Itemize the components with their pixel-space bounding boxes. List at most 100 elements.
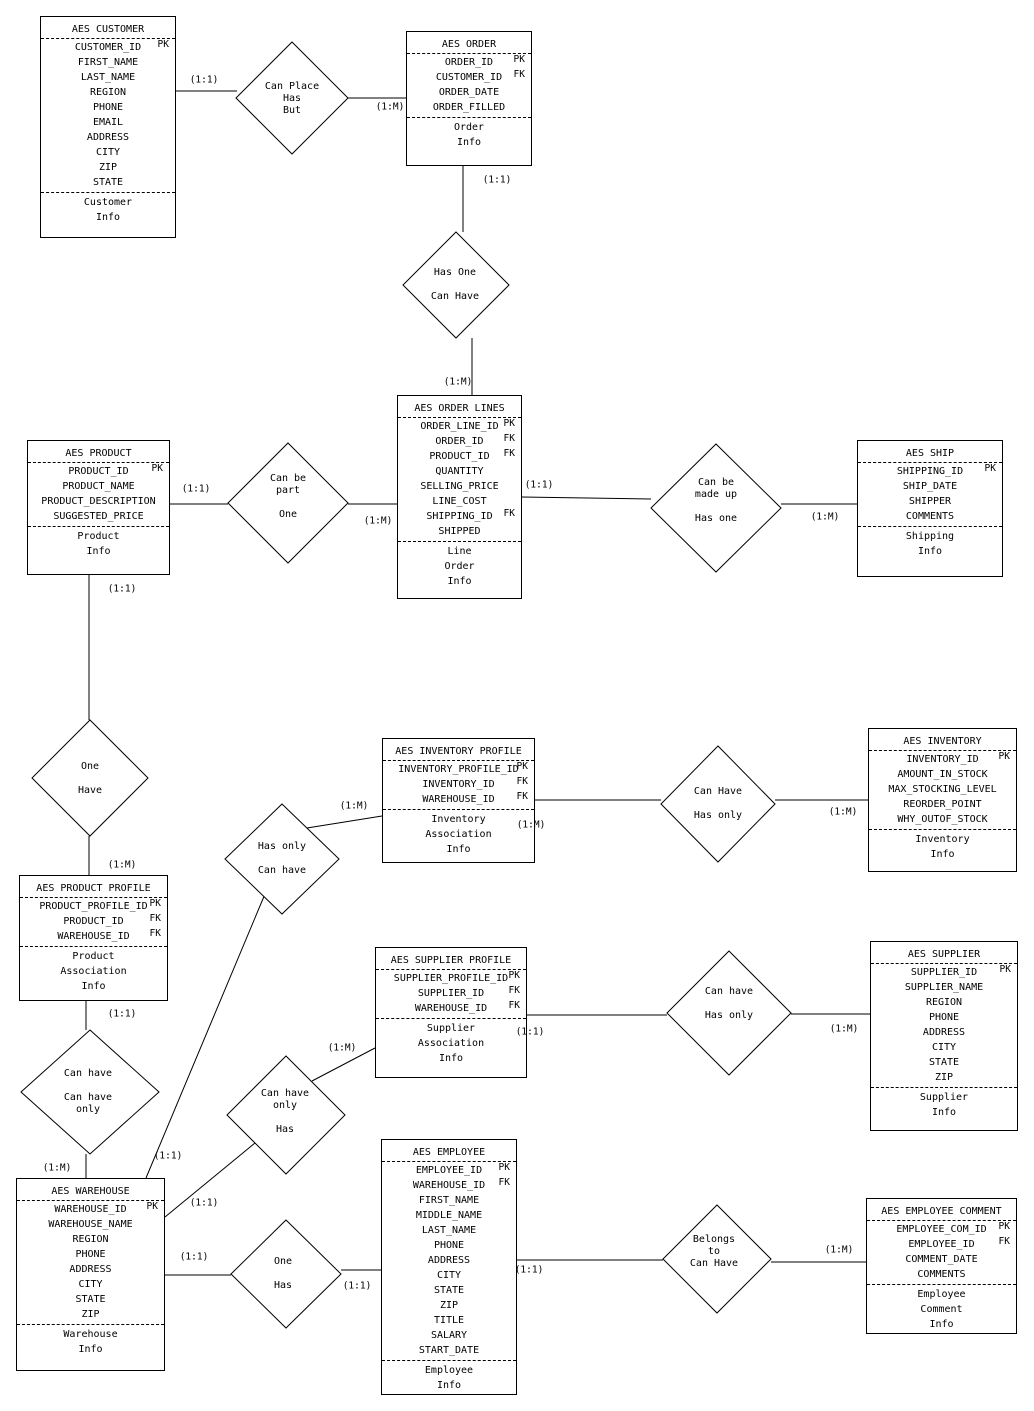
entity-note-line: Inventory — [431, 814, 486, 825]
entity-title: AES CUSTOMER — [71, 24, 145, 35]
primary-key-marker: PK — [998, 1221, 1010, 1232]
entity-note-line: Customer — [83, 197, 133, 208]
relationship-verb — [431, 279, 479, 291]
foreign-key-marker: FK — [503, 433, 515, 444]
field-name: COMMENTS — [917, 1269, 966, 1280]
relationship-verb: But — [282, 105, 302, 116]
field-name: SUPPLIER_ID — [910, 967, 978, 978]
entity-title-divider — [41, 38, 175, 39]
primary-key-marker: PK — [513, 54, 525, 65]
cardinality-label: (1:M) — [443, 376, 473, 388]
cardinality-label: (1:1) — [179, 1251, 209, 1263]
entity-title-divider — [383, 760, 534, 761]
field-name: ORDER_DATE — [438, 87, 500, 98]
entity-note-line: Product — [72, 951, 115, 962]
field-name: CITY — [95, 147, 121, 158]
entity-field: ADDRESS — [41, 130, 175, 145]
cardinality-label: (1:M) — [327, 1042, 357, 1054]
entity-title: AES EMPLOYEE COMMENT — [881, 1206, 1002, 1217]
field-name: WAREHOUSE_ID — [412, 1180, 486, 1191]
foreign-key-marker: FK — [149, 913, 161, 924]
entity-field: REGION — [17, 1232, 164, 1247]
entity-note-line: Employee — [424, 1365, 474, 1376]
field-name: MIDDLE_NAME — [415, 1210, 483, 1221]
field-name: STATE — [928, 1057, 960, 1068]
relationship-verb — [274, 1268, 292, 1280]
field-name: STATE — [433, 1285, 465, 1296]
relationship-verb: Can Place — [264, 81, 320, 92]
relationship-verb: One — [80, 761, 100, 772]
entity-field: ORDER_ID FK — [398, 433, 521, 449]
foreign-key-marker: FK — [513, 69, 525, 80]
relationship-verb: part — [275, 485, 301, 496]
field-name: CITY — [931, 1042, 957, 1053]
relationship-diamond-employee-comment — [662, 1204, 772, 1314]
field-name: PRODUCT_DESCRIPTION — [41, 496, 156, 507]
entity-field: ZIP — [382, 1298, 516, 1313]
field-name: FIRST_NAME — [418, 1195, 480, 1206]
entity-title-divider — [20, 897, 167, 898]
entity-field: COMMENTS — [858, 509, 1002, 524]
field-name: ORDER_ID — [435, 436, 484, 447]
field-name: TITLE — [433, 1315, 465, 1326]
entity-field: PHONE — [871, 1010, 1017, 1025]
entity-note-line: Info — [446, 844, 471, 855]
entity-field: SHIPPER — [858, 494, 1002, 509]
field-name: ORDER_LINE_ID — [420, 421, 499, 432]
entity-field: AMOUNT_IN_STOCK — [869, 767, 1016, 782]
entity-title: AES SUPPLIER PROFILE — [390, 955, 512, 966]
field-name: COMMENT_DATE — [905, 1254, 978, 1265]
cardinality-label: (1:M) — [339, 800, 369, 812]
entity-title: AES WAREHOUSE — [51, 1186, 130, 1197]
entity-field: SELLING_PRICE — [398, 479, 521, 494]
field-name: REGION — [925, 997, 963, 1008]
relationship-verb: made up — [694, 489, 738, 500]
relationship-diamond-customer-order — [235, 41, 349, 155]
foreign-key-marker: FK — [149, 928, 161, 939]
relationship-diamond-product-profile — [31, 719, 149, 837]
relationship-verb — [258, 853, 306, 865]
cardinality-label: (1:M) — [107, 859, 137, 871]
entity-field: EMAIL — [41, 115, 175, 130]
field-name: REGION — [89, 87, 127, 98]
connector-line — [164, 1142, 256, 1218]
primary-key-marker: PK — [146, 1201, 158, 1212]
entity-field: MIDDLE_NAME — [382, 1208, 516, 1223]
connector-line — [306, 815, 383, 829]
relationship-verb: Can have — [257, 865, 307, 876]
entity-field: ZIP — [871, 1070, 1017, 1085]
connector-line — [145, 893, 266, 1179]
entity-note-line: Line — [447, 546, 472, 557]
field-name: FIRST_NAME — [77, 57, 139, 68]
foreign-key-marker: FK — [503, 448, 515, 459]
entity-note-line: Association — [417, 1038, 485, 1049]
entity-field: FIRST_NAME — [41, 55, 175, 70]
field-name: SUPPLIER_PROFILE_ID — [393, 973, 509, 984]
primary-key-marker: PK — [508, 970, 520, 981]
relationship-verb: Belongs — [692, 1234, 736, 1245]
cardinality-label: (1:M) — [375, 101, 405, 113]
entity-field: QUANTITY — [398, 464, 521, 479]
field-name: LINE_COST — [432, 496, 487, 507]
entity-field: START_DATE — [382, 1343, 516, 1358]
